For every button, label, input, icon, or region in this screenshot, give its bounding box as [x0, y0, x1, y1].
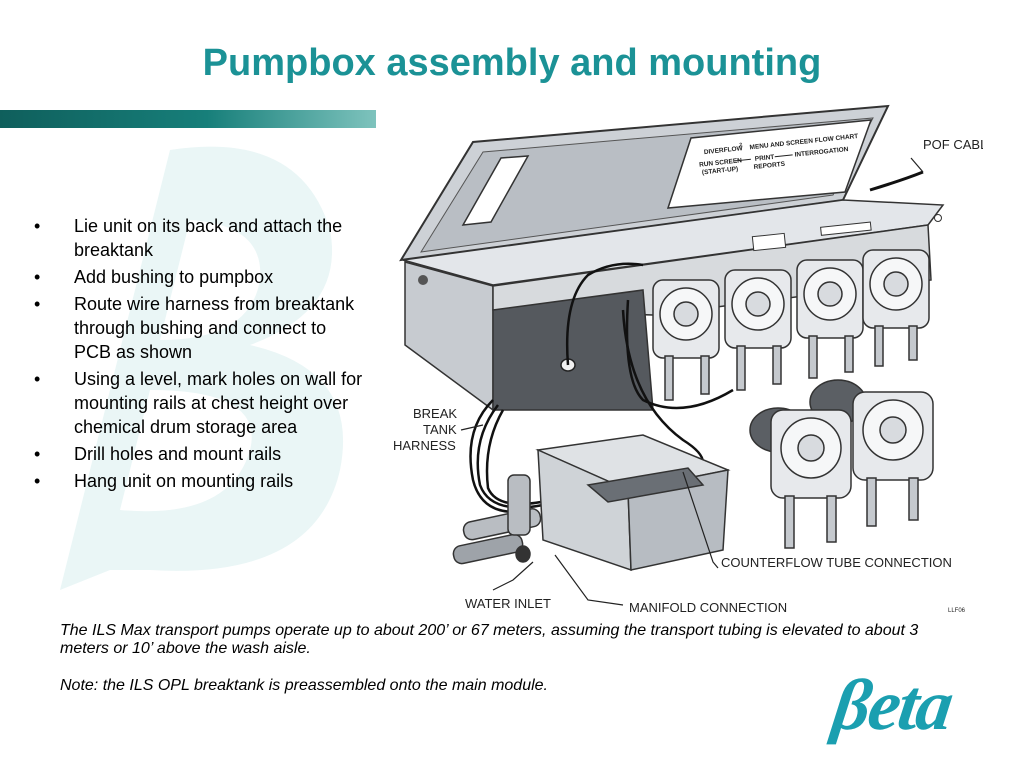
slide-title: Pumpbox assembly and mounting	[202, 42, 822, 84]
bullet-text: Route wire harness from breaktank throug…	[74, 294, 355, 362]
watermark-logo	[60, 146, 344, 590]
breaktank-note: Note: the ILS OPL breaktank is preassemb…	[60, 677, 548, 694]
pumpbox-side-wall	[404, 261, 494, 412]
display-window	[751, 232, 787, 252]
lower-pump-assembly	[749, 379, 934, 549]
flow-chart-sticker	[666, 119, 873, 209]
label-pof-cable: POF CABLE	[923, 137, 983, 152]
panel-slot	[820, 221, 872, 236]
bullet-symbol: •	[34, 294, 41, 314]
transport-note: The ILS Max transport pumps operate up t…	[60, 622, 919, 657]
pump-head	[770, 409, 852, 549]
bullet-item: • Route wire harness from breaktank throu…	[34, 292, 364, 364]
bullet-text: Lie unit on its back and attach the brea…	[74, 216, 343, 260]
label-break: BREAK	[413, 406, 457, 421]
water-inlet-pipe	[452, 474, 542, 565]
pumpbox-diagram: DIVERFLOW 2 MENU AND SCREEN FLOW CHART R…	[393, 104, 983, 615]
flow-diverflow-sup: 2	[739, 142, 743, 148]
bullet-item: • Hang unit on mounting rails	[34, 469, 364, 493]
pof-cable-line	[869, 170, 924, 192]
title-accent-bar	[0, 110, 376, 128]
upper-pump-row	[652, 249, 930, 401]
bullet-symbol: •	[34, 369, 41, 389]
flow-run-screen: RUN SCREEN	[699, 157, 743, 168]
bullet-item: • Lie unit on its back and attach the bre…	[34, 214, 364, 262]
flow-start-up: (START-UP)	[702, 166, 739, 177]
pump-head	[862, 249, 930, 367]
label-water-inlet: WATER INLET	[465, 596, 551, 611]
label-counterflow: COUNTERFLOW TUBE CONNECTION	[721, 555, 952, 570]
flow-reports: REPORTS	[753, 161, 786, 171]
bullet-symbol: •	[34, 267, 41, 287]
callout-leaders	[460, 157, 924, 606]
figure-code: LLF06	[948, 608, 966, 614]
pump-head	[652, 279, 720, 401]
bullet-item: • Using a level, mark holes on wall for m…	[34, 367, 364, 439]
beta-logo: βeta	[828, 665, 957, 745]
bullet-item: • Add bushing to pumpbox	[34, 265, 364, 289]
bullet-text: Hang unit on mounting rails	[74, 471, 294, 491]
flow-print: PRINT	[755, 154, 775, 163]
bullet-symbol: •	[34, 444, 41, 464]
pump-head	[724, 269, 792, 391]
bullet-text: Add bushing to pumpbox	[74, 267, 274, 287]
label-harness: HARNESS	[393, 438, 456, 453]
bullet-symbol: •	[34, 471, 41, 491]
mounting-screw	[418, 275, 428, 285]
pump-head	[852, 391, 934, 527]
pump-head	[796, 259, 864, 379]
label-tank: TANK	[423, 422, 457, 437]
break-tank	[535, 434, 731, 572]
bullet-item: • Drill holes and mount rails	[34, 442, 364, 466]
bullet-text: Using a level, mark holes on wall for mo…	[74, 369, 363, 437]
label-manifold: MANIFOLD CONNECTION	[629, 600, 787, 615]
flow-diverflow: DIVERFLOW	[704, 145, 744, 156]
bullet-symbol: •	[34, 216, 41, 236]
bullet-list: • Lie unit on its back and attach the bre…	[34, 214, 364, 496]
bullet-text: Drill holes and mount rails	[74, 444, 282, 464]
lid-label-window	[461, 155, 530, 226]
